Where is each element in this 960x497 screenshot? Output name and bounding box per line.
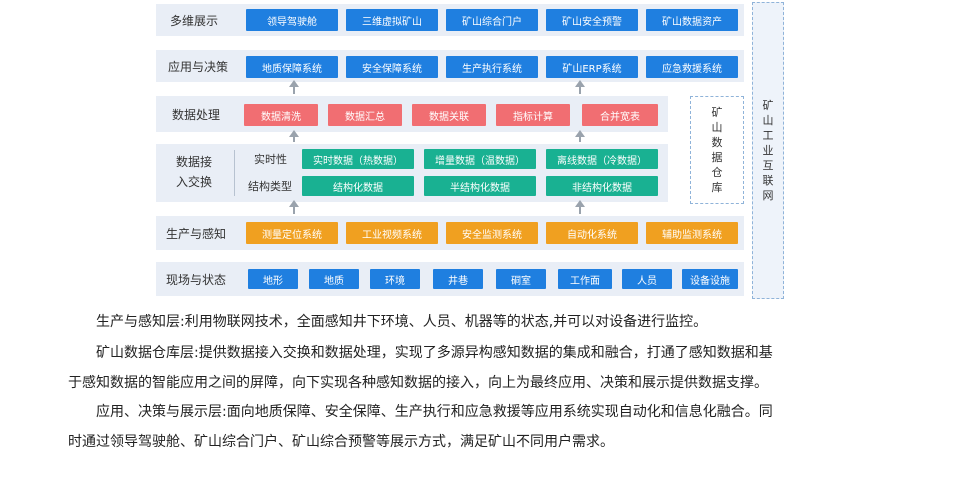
up-arrow: [575, 200, 585, 214]
processing-box: 指标计算: [496, 104, 570, 126]
perception-box: 工业视频系统: [346, 222, 438, 244]
app-box: 矿山ERP系统: [546, 56, 638, 78]
layer-exchange-label-1: 数据接: [176, 154, 213, 169]
up-arrow: [575, 130, 585, 142]
field-box: 人员: [622, 269, 672, 289]
field-box: 环境: [370, 269, 420, 289]
field-box: 井巷: [433, 269, 483, 289]
structure-box: 半结构化数据: [424, 176, 536, 196]
warehouse-char: 库: [711, 181, 723, 194]
perception-box: 测量定位系统: [246, 222, 338, 244]
up-arrow: [289, 80, 299, 94]
exchange-divider: [234, 150, 235, 196]
realtime-box: 实时数据（热数据）: [302, 149, 414, 169]
field-box: 地质: [309, 269, 359, 289]
layer-field-label: 现场与状态: [166, 272, 227, 287]
up-arrow: [575, 80, 585, 94]
realtime-box: 离线数据（冷数据）: [546, 149, 658, 169]
warehouse-label: 矿 山 数 据 仓 库: [690, 96, 744, 204]
warehouse-char: 矿: [711, 106, 723, 119]
structure-label: 结构类型: [248, 180, 292, 193]
warehouse-char: 据: [711, 151, 723, 164]
paragraph-app-2: 时通过领导驾驶舱、矿山综合门户、矿山综合预警等展示方式，满足矿山不同用户需求。: [68, 434, 614, 450]
realtime-label: 实时性: [254, 153, 287, 166]
app-box: 安全保障系统: [346, 56, 438, 78]
structure-box: 非结构化数据: [546, 176, 658, 196]
perception-box: 自动化系统: [546, 222, 638, 244]
network-panel: [752, 2, 784, 299]
layer-perception-label: 生产与感知: [166, 226, 227, 241]
paragraph-perception: 生产与感知层:利用物联网技术，全面感知井下环境、人员、机器等的状态,并可以对设备…: [96, 314, 708, 330]
layer-display-label: 多维展示: [170, 13, 219, 28]
display-box: 领导驾驶舱: [246, 9, 338, 31]
display-box: 矿山安全预警: [546, 9, 638, 31]
processing-box: 数据关联: [412, 104, 486, 126]
field-box: 地形: [248, 269, 298, 289]
warehouse-char: 仓: [711, 166, 723, 179]
app-box: 生产执行系统: [446, 56, 538, 78]
layer-processing-label: 数据处理: [172, 107, 221, 122]
network-char: 工: [762, 128, 774, 142]
structure-box: 结构化数据: [302, 176, 414, 196]
field-box: 硐室: [496, 269, 546, 289]
app-box: 地质保障系统: [246, 56, 338, 78]
paragraph-app-1: 应用、决策与展示层:面向地质保障、安全保障、生产执行和应急救援等应用系统实现自动…: [96, 404, 773, 420]
network-char: 矿: [762, 98, 774, 112]
network-char: 互: [762, 158, 774, 172]
field-box: 工作面: [558, 269, 612, 289]
network-char: 联: [762, 173, 774, 187]
network-char: 业: [762, 143, 774, 157]
warehouse-char: 数: [711, 136, 723, 149]
perception-box: 安全监测系统: [446, 222, 538, 244]
field-box: 设备设施: [682, 269, 738, 289]
display-box: 矿山数据资产: [646, 9, 738, 31]
processing-box: 数据清洗: [244, 104, 318, 126]
warehouse-panel: [690, 96, 744, 204]
perception-box: 辅助监测系统: [646, 222, 738, 244]
processing-box: 合并宽表: [582, 104, 658, 126]
network-char: 网: [762, 188, 774, 202]
paragraph-warehouse-2: 于感知数据的智能应用之间的屏障，向下实现各种感知数据的接入，向上为最终应用、决策…: [68, 375, 768, 391]
warehouse-char: 山: [711, 121, 723, 134]
up-arrow: [289, 200, 299, 214]
network-char: 山: [762, 113, 774, 127]
up-arrow: [289, 130, 299, 142]
processing-box: 数据汇总: [328, 104, 402, 126]
layer-exchange-label-2: 入交换: [176, 174, 213, 189]
network-label: 矿 山 工 业 互 联 网: [752, 90, 784, 210]
display-box: 矿山综合门户: [446, 9, 538, 31]
app-box: 应急救援系统: [646, 56, 738, 78]
display-box: 三维虚拟矿山: [346, 9, 438, 31]
paragraph-warehouse-1: 矿山数据仓库层:提供数据接入交换和数据处理，实现了多源异构感知数据的集成和融合，…: [96, 345, 773, 361]
layer-app-label: 应用与决策: [168, 59, 229, 74]
realtime-box: 增量数据（温数据）: [424, 149, 536, 169]
